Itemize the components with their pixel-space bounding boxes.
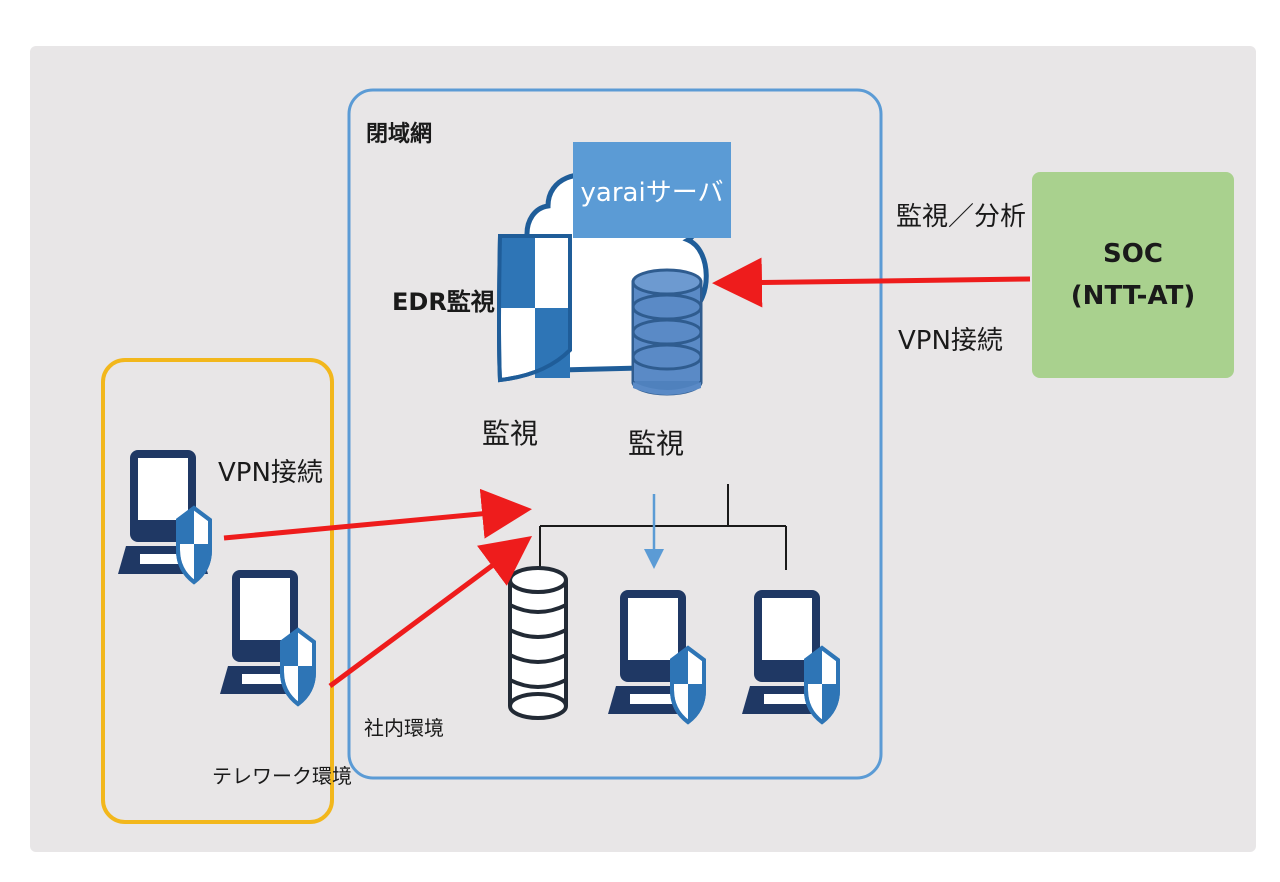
telework-vpn-label: VPN接続 [218,458,323,488]
closed-network-frame [347,88,883,780]
internal-environment-label: 社内環境 [364,716,444,740]
shield-monitor-label: 監視 [482,417,539,450]
soc-name: SOC [1103,239,1163,269]
soc-box: SOC (NTT-AT) [1032,172,1234,378]
soc-vpn-label: VPN接続 [898,326,1003,356]
telework-frame [101,358,334,824]
server-label-box: yaraiサーバ [573,142,731,238]
monitor-analysis-label: 監視／分析 [896,202,1027,232]
telework-environment-label: テレワーク環境 [212,764,352,788]
edr-label: EDR監視 [392,288,495,316]
database-icon [631,268,703,396]
shield-icon [497,234,572,383]
shield-icon [670,645,706,725]
server-label: yaraiサーバ [580,177,724,208]
soc-org: (NTT-AT) [1070,281,1196,311]
closed-network-label: 閉域網 [366,122,433,147]
network-bus [539,484,787,572]
shield-icon [804,645,840,725]
arrow-icon [223,488,532,541]
database-icon [508,566,568,720]
database-monitor-label: 監視 [628,427,685,460]
shield-icon [280,627,316,707]
arrow-icon [712,257,1031,308]
arrow-icon [328,536,533,689]
shield-icon [176,505,212,585]
